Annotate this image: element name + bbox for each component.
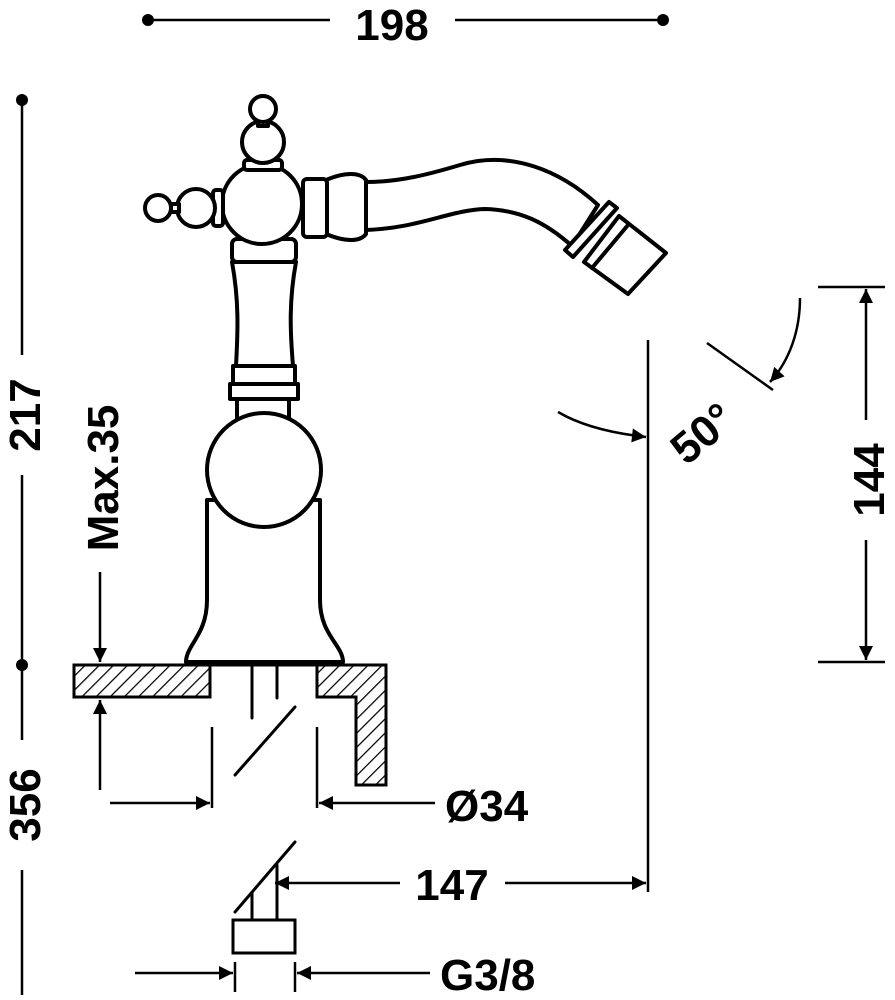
faucet-body <box>143 94 668 664</box>
countertop-section <box>72 663 388 787</box>
thread-label: G3/8 <box>440 951 535 1000</box>
max-thickness-dimension: Max.35 <box>79 405 128 790</box>
below-counter-label: 356 <box>1 768 50 841</box>
hole-diameter-dimension: Ø34 <box>110 727 529 831</box>
reach-dimension: 147 <box>275 340 650 910</box>
height-dimension: 217 356 <box>1 94 50 995</box>
width-label: 198 <box>355 1 428 50</box>
spout-height-dimension: 144 <box>818 285 894 664</box>
height-label: 217 <box>1 378 50 451</box>
supply-hose <box>231 665 297 955</box>
thread-dimension: G3/8 <box>135 951 535 1000</box>
width-dimension: 198 <box>142 1 669 50</box>
hole-diameter-label: Ø34 <box>445 782 529 831</box>
angle-label: 50° <box>661 394 743 474</box>
reach-label: 147 <box>415 861 488 910</box>
spout-angle-dimension: 50° <box>557 297 802 474</box>
spout-nozzle <box>563 200 668 296</box>
max-thickness-label: Max.35 <box>79 405 128 552</box>
spout-height-label: 144 <box>845 443 894 517</box>
connector-nut <box>231 918 297 955</box>
